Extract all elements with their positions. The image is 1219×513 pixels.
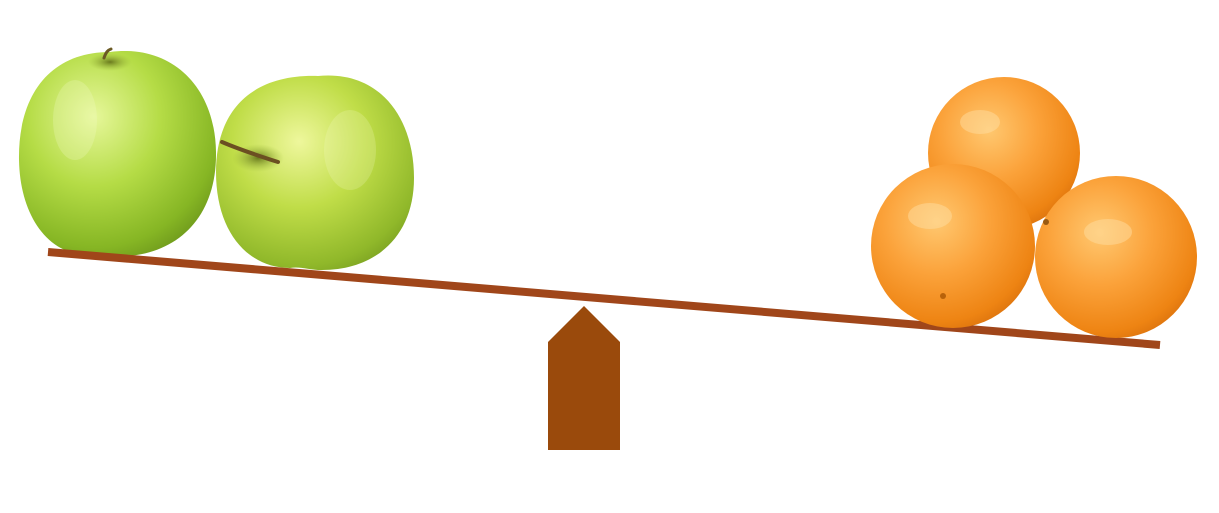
seesaw-fulcrum xyxy=(548,306,620,450)
orange-bottom-right xyxy=(1035,176,1197,338)
seesaw-beam xyxy=(47,248,1161,349)
apple-right xyxy=(216,75,414,270)
apple-left xyxy=(18,47,217,257)
orange-bottom-left xyxy=(871,164,1035,328)
